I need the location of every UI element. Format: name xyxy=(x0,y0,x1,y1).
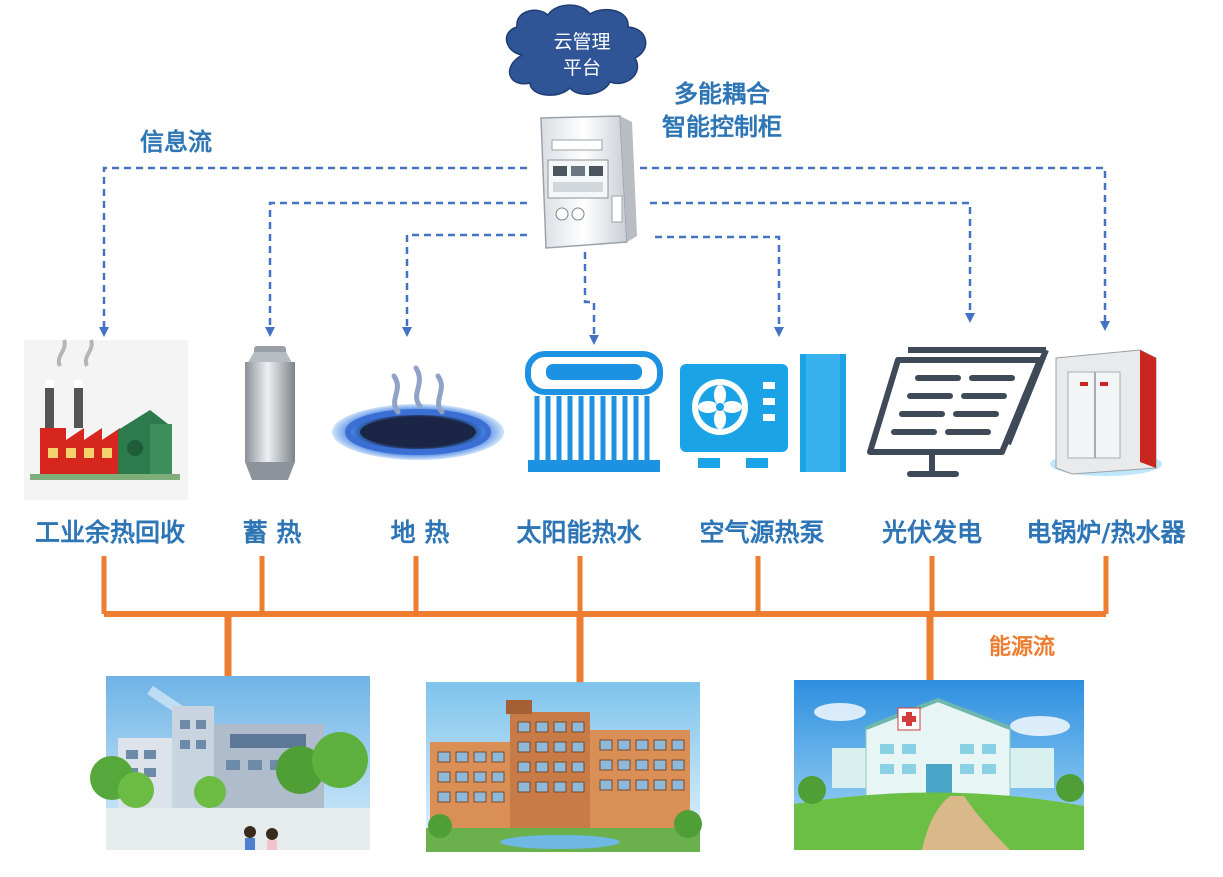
school-building-image xyxy=(90,676,370,850)
pv-panel-icon xyxy=(867,347,1049,477)
info-line-heat-pump xyxy=(655,235,784,337)
cloud-label-line2: 平台 xyxy=(563,57,601,79)
info-line-pv xyxy=(650,201,975,323)
source-label-solar-water: 太阳能热水 xyxy=(516,518,642,547)
info-line-industrial xyxy=(99,166,527,337)
cabinet-icon xyxy=(540,115,637,249)
energy-flow-label: 能源流 xyxy=(989,634,1055,660)
source-label-pv: 光伏发电 xyxy=(881,518,982,547)
controller-cabinet: 多能耦合 智能控制柜 xyxy=(540,80,782,249)
source-label-storage: 蓄 热 xyxy=(243,518,302,547)
cloud-platform: 云管理 平台 xyxy=(505,4,647,96)
solar-water-heater-icon xyxy=(525,351,663,472)
source-label-geothermal: 地 热 xyxy=(391,518,450,547)
source-label-boiler: 电锅炉/热水器 xyxy=(1026,518,1186,547)
info-line-solar-water xyxy=(583,252,599,345)
electric-boiler-icon xyxy=(1040,349,1172,480)
cloud-label-line1: 云管理 xyxy=(553,31,610,53)
apartment-building-image xyxy=(426,682,702,852)
info-line-storage xyxy=(265,201,527,337)
source-labels: 工业余热回收 蓄 热 地 热 太阳能热水 空气源热泵 光伏发电 电锅炉/热水器 xyxy=(35,518,1187,547)
heat-pump-icon xyxy=(680,354,846,472)
geothermal-icon xyxy=(332,365,504,460)
industrial-plant-icon xyxy=(24,339,188,500)
source-label-industrial: 工业余热回收 xyxy=(35,518,185,547)
info-flow-label: 信息流 xyxy=(140,128,212,156)
controller-label-line1: 多能耦合 xyxy=(674,80,771,108)
storage-tank-icon xyxy=(245,346,295,480)
controller-label-line2: 智能控制柜 xyxy=(662,113,782,141)
hospital-building-image xyxy=(794,680,1084,850)
info-flow-lines xyxy=(99,166,1110,345)
source-label-heat-pump: 空气源热泵 xyxy=(699,518,824,547)
energy-flow-lines xyxy=(101,556,1109,682)
info-line-geothermal xyxy=(402,233,527,337)
info-line-boiler xyxy=(640,166,1110,331)
